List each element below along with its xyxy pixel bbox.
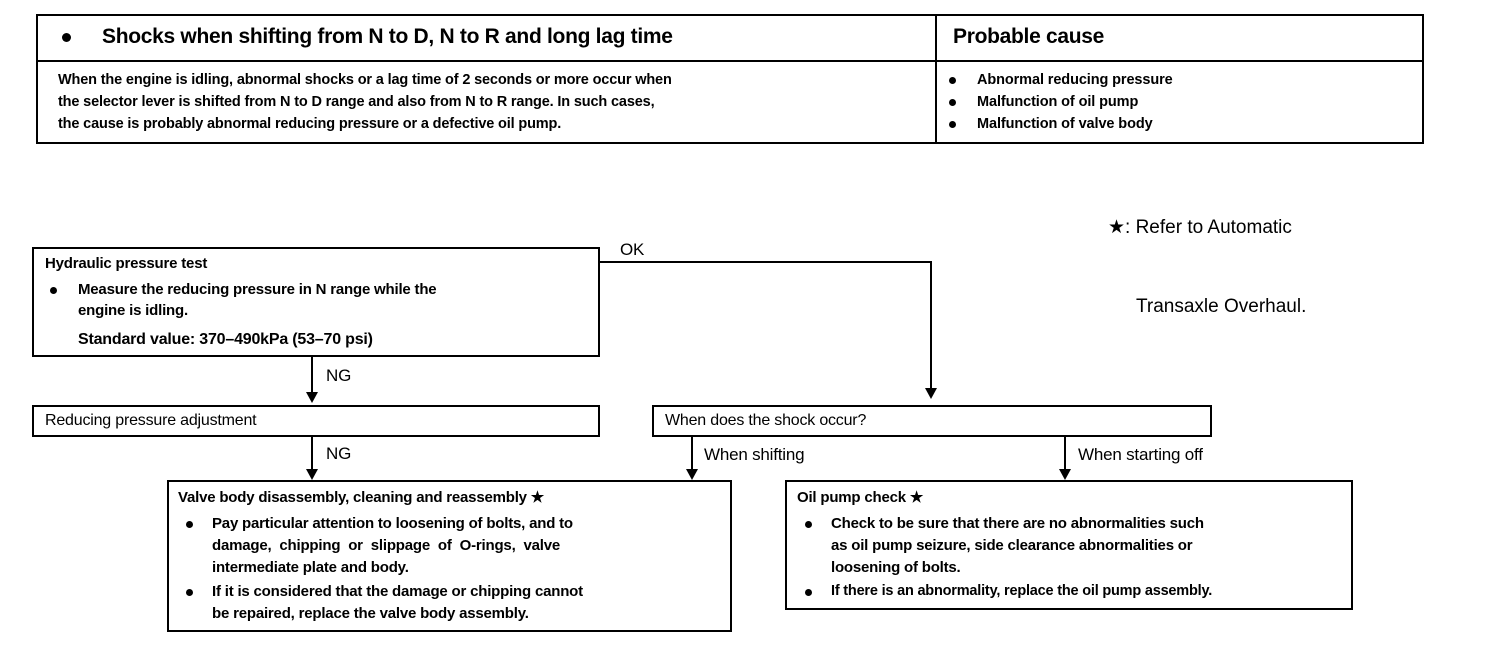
edge-ng1-vertical bbox=[311, 357, 313, 396]
valve-body-item2-line-1: If it is considered that the damage or c… bbox=[212, 583, 583, 600]
edge-ng1-arrowhead bbox=[306, 392, 318, 403]
edge-ok-arrowhead bbox=[925, 388, 937, 399]
flow-box-shock-question bbox=[652, 405, 1212, 437]
edge-when-starting-off-vertical bbox=[1064, 437, 1066, 474]
edge-label-when-shifting: When shifting bbox=[704, 445, 805, 464]
symptom-header-title: Shocks when shifting from N to D, N to R… bbox=[102, 25, 673, 48]
bullet-icon bbox=[805, 521, 812, 528]
reducing-adjustment-title: Reducing pressure adjustment bbox=[45, 412, 257, 429]
symptom-bullet-icon bbox=[62, 33, 71, 42]
valve-body-item1-line-2: damage, chipping or slippage of O-rings,… bbox=[212, 537, 561, 554]
bullet-icon bbox=[50, 287, 57, 294]
symptom-description-line-3: the cause is probably abnormal reducing … bbox=[58, 115, 562, 132]
hydraulic-test-title: Hydraulic pressure test bbox=[45, 255, 208, 272]
bullet-icon bbox=[186, 521, 193, 528]
symptom-description-line-1: When the engine is idling, abnormal shoc… bbox=[58, 72, 672, 88]
edge-label-when-starting-off: When starting off bbox=[1078, 445, 1203, 464]
valve-body-item1-line-1: Pay particular attention to loosening of… bbox=[212, 515, 573, 532]
star-footnote: ★: Refer to Automatic Transaxle Overhaul… bbox=[1108, 163, 1306, 373]
table-column-divider bbox=[935, 16, 937, 142]
flow-box-valve-body bbox=[167, 480, 732, 632]
edge-ok-horizontal bbox=[600, 261, 932, 263]
bullet-icon bbox=[805, 589, 812, 596]
list-item: Malfunction of valve body bbox=[943, 114, 1413, 136]
edge-ng2-arrowhead bbox=[306, 469, 318, 480]
star-footnote-line-2: Transaxle Overhaul. bbox=[1136, 296, 1307, 318]
edge-when-shifting-vertical bbox=[691, 437, 693, 474]
edge-label-ok: OK bbox=[620, 240, 645, 259]
shock-question-title: When does the shock occur? bbox=[665, 412, 867, 429]
flow-box-reducing-pressure-adjustment bbox=[32, 405, 600, 437]
symptom-table: Shocks when shifting from N to D, N to R… bbox=[36, 14, 1424, 144]
table-header-divider bbox=[38, 60, 1422, 62]
edge-label-ng-second: NG bbox=[326, 444, 352, 463]
hydraulic-test-measure-line-2: engine is idling. bbox=[78, 302, 188, 319]
oil-pump-item1-line-1: Check to be sure that there are no abnor… bbox=[831, 515, 1204, 532]
oil-pump-item1-line-2: as oil pump seizure, side clearance abno… bbox=[831, 537, 1193, 554]
flow-box-hydraulic-pressure-test bbox=[32, 247, 600, 357]
hydraulic-test-standard-value: Standard value: 370–490kPa (53–70 psi) bbox=[78, 331, 373, 348]
symptom-description-line-2: the selector lever is shifted from N to … bbox=[58, 93, 655, 110]
oil-pump-title: Oil pump check ★ bbox=[797, 489, 924, 506]
list-item: Malfunction of oil pump bbox=[943, 92, 1413, 114]
probable-cause-header-title: Probable cause bbox=[953, 25, 1105, 48]
probable-cause-list: Abnormal reducing pressure Malfunction o… bbox=[943, 70, 1413, 135]
edge-ng2-vertical bbox=[311, 437, 313, 474]
oil-pump-item2-line-1: If there is an abnormality, replace the … bbox=[831, 583, 1213, 599]
star-footnote-line-1: ★: Refer to Automatic bbox=[1108, 217, 1292, 239]
edge-when-starting-off-arrowhead bbox=[1059, 469, 1071, 480]
hydraulic-test-measure-line-1: Measure the reducing pressure in N range… bbox=[78, 281, 437, 298]
oil-pump-item1-line-3: loosening of bolts. bbox=[831, 559, 961, 576]
valve-body-item1-line-3: intermediate plate and body. bbox=[212, 559, 409, 576]
valve-body-item2-line-2: be repaired, replace the valve body asse… bbox=[212, 605, 529, 622]
flow-box-oil-pump-check bbox=[785, 480, 1353, 610]
edge-when-shifting-arrowhead bbox=[686, 469, 698, 480]
edge-label-ng-first: NG bbox=[326, 366, 352, 385]
edge-ok-vertical bbox=[930, 261, 932, 391]
bullet-icon bbox=[186, 589, 193, 596]
valve-body-title: Valve body disassembly, cleaning and rea… bbox=[178, 489, 545, 506]
symptom-description: When the engine is idling, abnormal shoc… bbox=[58, 70, 923, 135]
list-item: Abnormal reducing pressure bbox=[943, 70, 1413, 92]
